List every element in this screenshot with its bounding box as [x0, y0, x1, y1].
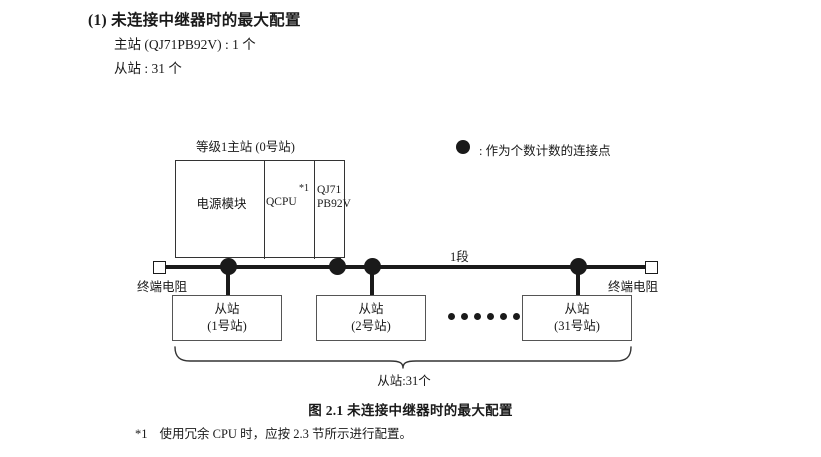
- connection-point-dot: [329, 258, 346, 275]
- page-title: (1) 未连接中继器时的最大配置: [88, 12, 301, 29]
- slave-station-name: 从站: [358, 302, 384, 316]
- master-station-module: [175, 160, 345, 259]
- slave-drop-line: [226, 266, 230, 296]
- slave-station-name: 从站: [214, 302, 240, 316]
- master-station-count-line: 主站 (QJ71PB92V) : 1 个: [114, 37, 256, 52]
- slave-station-box: 从站 (1号站): [172, 295, 282, 341]
- slave-station-number: (1号站): [207, 319, 247, 333]
- slave-station-box: 从站 (31号站): [522, 295, 632, 341]
- ellipsis-dot: [500, 313, 507, 320]
- qj71pb92v-module-label: QJ71 PB92V: [317, 183, 351, 211]
- footnote-mark: *1: [135, 427, 148, 441]
- module-divider: [264, 161, 265, 259]
- qcpu-module-label: QCPU: [266, 196, 297, 208]
- segment-label: 1段: [450, 250, 469, 264]
- slave-range-brace: [172, 345, 634, 374]
- slave-drop-line: [576, 266, 580, 296]
- terminator-left-icon: [153, 261, 166, 274]
- network-bus-line: [158, 265, 650, 269]
- filled-circle-icon: [456, 140, 470, 154]
- slave-station-name: 从站: [564, 302, 590, 316]
- slave-drop-line: [370, 266, 374, 296]
- legend-label: : 作为个数计数的连接点: [479, 144, 611, 158]
- slave-station-number: (2号站): [351, 319, 391, 333]
- terminator-left-label: 终端电阻: [137, 280, 188, 294]
- footnote-text: 使用冗余 CPU 时，应按 2.3 节所示进行配置。: [159, 427, 412, 441]
- slave-station-box: 从站 (2号站): [316, 295, 426, 341]
- ellipsis-dot: [448, 313, 455, 320]
- footnote: *1 使用冗余 CPU 时，应按 2.3 节所示进行配置。: [135, 423, 412, 442]
- ellipsis-dot: [474, 313, 481, 320]
- module-divider: [314, 161, 315, 259]
- figure-caption: 图 2.1 未连接中继器时的最大配置: [308, 403, 513, 418]
- ellipsis-dot: [513, 313, 520, 320]
- ellipsis-dot: [487, 313, 494, 320]
- ellipsis-dot: [461, 313, 468, 320]
- ellipsis-dots-icon: [448, 313, 520, 320]
- qj71pb92v-label-line1: QJ71: [317, 184, 342, 196]
- qj71pb92v-label-line2: PB92V: [317, 198, 351, 210]
- power-supply-module-label: 电源模块: [196, 197, 247, 211]
- terminator-right-label: 终端电阻: [608, 280, 659, 294]
- master-station-caption: 等级1主站 (0号站): [196, 140, 295, 154]
- slave-station-count-line: 从站 : 31 个: [114, 61, 182, 76]
- terminator-right-icon: [645, 261, 658, 274]
- slave-total-label: 从站:31个: [377, 374, 431, 388]
- qcpu-footnote-mark: *1: [299, 183, 309, 194]
- slave-station-number: (31号站): [554, 319, 600, 333]
